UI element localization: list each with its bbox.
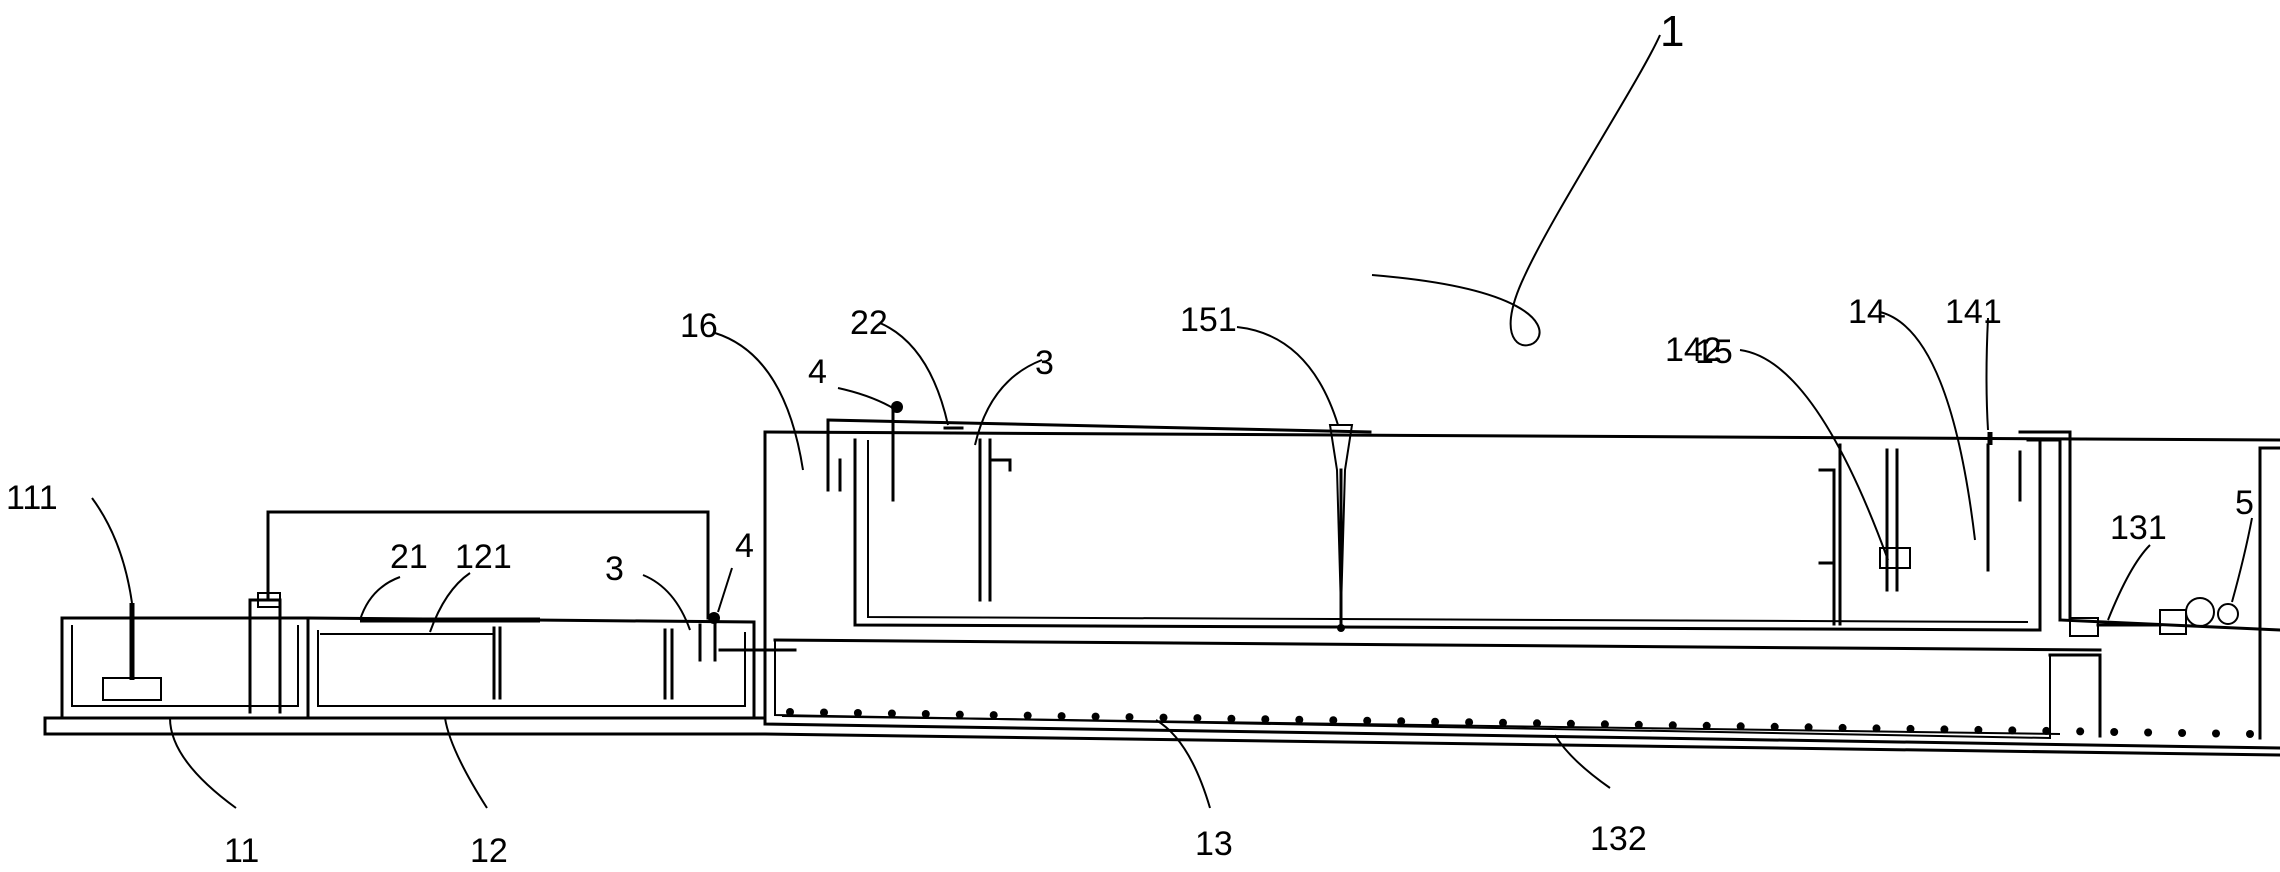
aerator-head (1261, 715, 1270, 724)
aerator-head (2178, 729, 2187, 737)
aerator-head (1397, 717, 1406, 726)
label-132: 132 (1590, 820, 1647, 858)
aerator-head (2212, 729, 2220, 738)
labels: 1 111 21 121 3 4 16 4 22 3 151 15 142 14… (6, 7, 2254, 870)
aerator-head (887, 709, 896, 718)
label-121: 121 (455, 538, 512, 576)
aerator-head (1634, 720, 1643, 729)
aerator-head (1193, 714, 1202, 723)
aerator-head (1600, 720, 1609, 729)
aerator-head (1872, 724, 1881, 733)
aerator-head (1057, 712, 1066, 721)
aerator-head (1566, 719, 1575, 728)
pump-5 (2185, 597, 2215, 627)
aerator-head (1940, 725, 1949, 734)
aerator-heads (786, 708, 2254, 738)
aerator-head (1736, 722, 1745, 731)
aerator-head (1295, 715, 1304, 724)
right-equipment (2058, 446, 2280, 740)
aerator-head (955, 710, 964, 719)
label-4a: 4 (735, 527, 754, 565)
tank-14 (1818, 430, 2072, 626)
label-3a: 3 (605, 550, 624, 588)
aerator-head (1023, 711, 1032, 720)
aerator-head (2246, 730, 2254, 738)
aerator-head (1499, 718, 1507, 727)
label-16: 16 (680, 307, 718, 345)
aerator-head (1804, 723, 1813, 732)
aerator-head (1363, 716, 1372, 725)
label-3b: 3 (1035, 344, 1054, 382)
aerator-head (1838, 723, 1847, 732)
label-22: 22 (850, 304, 888, 342)
pump-142 (1879, 547, 1911, 569)
aerator-head (1702, 721, 1711, 730)
aerator-head (1465, 718, 1474, 727)
label-4b: 4 (808, 353, 827, 391)
label-14: 14 (1848, 293, 1886, 331)
label-11: 11 (224, 832, 259, 870)
aerator-head (1668, 721, 1677, 730)
plate-121 (320, 617, 540, 635)
valve-4a (708, 612, 720, 624)
aerator-head (2110, 728, 2119, 736)
aerator-head (1227, 714, 1236, 723)
aerator-head (1906, 724, 1915, 733)
label-12: 12 (470, 832, 508, 870)
aerator-head (1329, 716, 1338, 725)
label-15: 15 (1695, 333, 1733, 371)
tank-12 (306, 616, 797, 718)
label-151: 151 (1180, 301, 1237, 339)
label-21: 21 (390, 538, 428, 576)
aerator-132 (781, 715, 2061, 735)
aerator-head (853, 709, 862, 717)
aerator-head (786, 708, 794, 716)
aerator-head (921, 710, 930, 718)
valve-131 (2069, 617, 2099, 637)
aerator-head (820, 708, 828, 717)
aerator-head (1159, 713, 1168, 722)
label-5: 5 (2235, 484, 2254, 522)
aerator-head (1125, 713, 1134, 722)
aerator-head (1974, 725, 1983, 734)
aerator-head (1431, 717, 1440, 726)
leader-1 (1371, 34, 1661, 347)
label-142: 142 (1665, 331, 1722, 369)
aerator-head (1770, 722, 1779, 731)
leader-lines (91, 311, 2253, 809)
label-13: 13 (1195, 825, 1233, 863)
label-141: 141 (1945, 293, 2002, 331)
valve-4b (891, 401, 903, 413)
label-131: 131 (2110, 509, 2167, 547)
tank-13 (763, 430, 2102, 740)
aerator-head (989, 711, 998, 720)
label-111: 111 (6, 479, 58, 517)
mixer-111 (102, 603, 162, 701)
tank-11 (60, 598, 310, 718)
aerator-head (1533, 719, 1541, 728)
aerator-head (2076, 727, 2085, 736)
label-1: 1 (1660, 7, 1684, 56)
overhead-pipe (257, 510, 720, 624)
aerator-head (2144, 728, 2153, 737)
upper-tank (763, 401, 2280, 632)
aerator-head (1091, 712, 1100, 721)
cone-151 (1328, 424, 1354, 632)
aerator-head (2008, 726, 2017, 735)
aerator-head (2042, 726, 2051, 735)
